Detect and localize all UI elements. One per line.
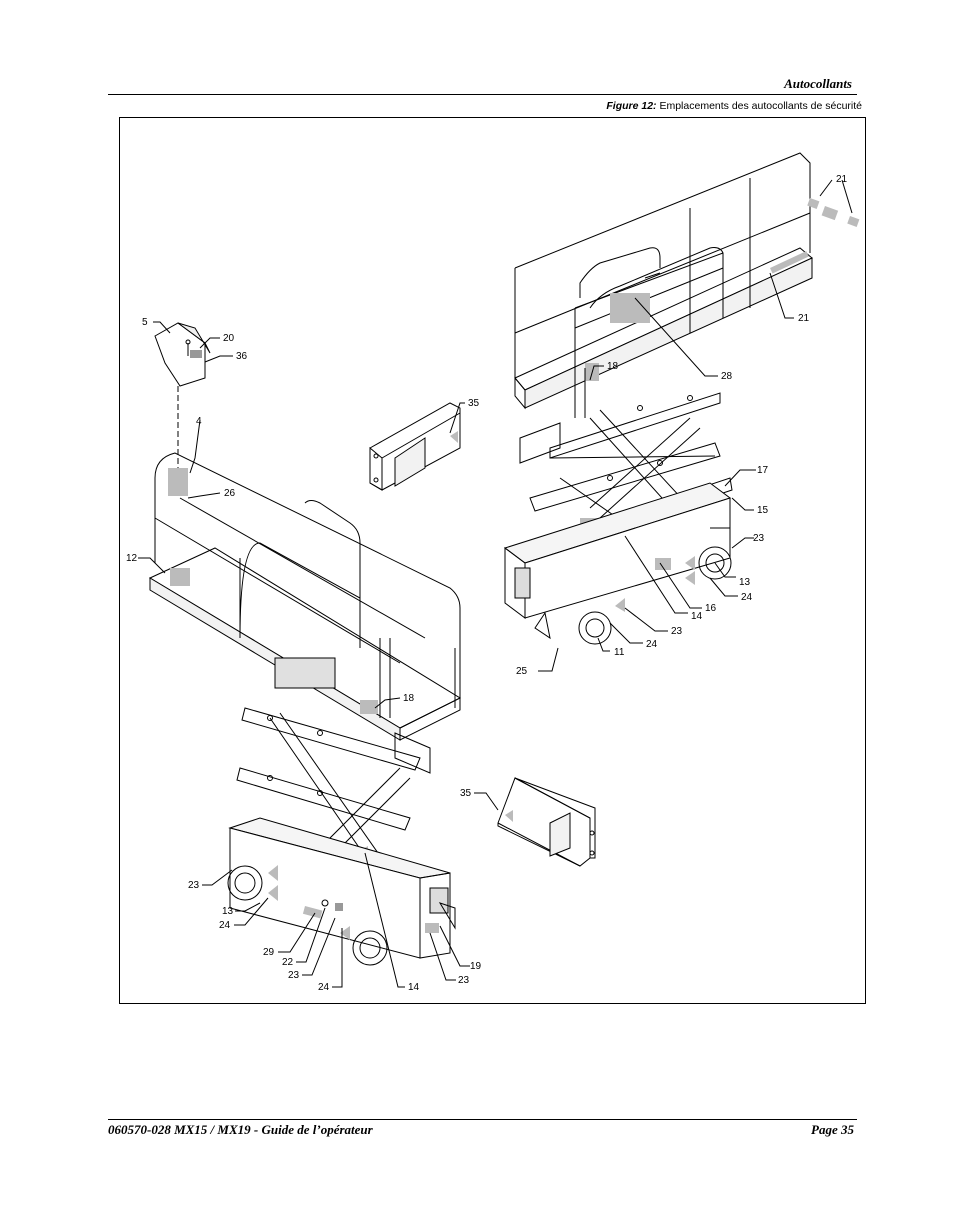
lift-illustration: 21 21 5 20 36 18 28 35 4 17 26 15 12 23 … [126,152,860,993]
callout-23-bottom-right: 23 [458,975,470,986]
callout-35-upper: 35 [468,398,480,409]
callout-21-upper: 21 [836,174,848,185]
upper-lift-chassis [503,482,732,645]
figure-caption-text: Emplacements des autocollants de sécurit… [659,100,862,112]
callout-13-left: 13 [222,906,234,917]
figure-caption: Figure 12: Emplacements des autocollants… [606,100,862,112]
callout-24-mid: 24 [646,639,658,650]
callout-14-upper: 14 [691,611,703,622]
callout-29: 29 [263,947,275,958]
header-rule [108,94,857,95]
callout-16: 16 [705,603,717,614]
callout-26: 26 [224,488,236,499]
callout-14-lower: 14 [408,982,420,993]
figure-frame: 21 21 5 20 36 18 28 35 4 17 26 15 12 23 … [119,117,866,1004]
callout-5: 5 [142,317,148,328]
callout-28: 28 [721,371,733,382]
upper-right-decals [807,198,860,227]
section-title: Autocollants [784,76,852,91]
callout-19: 19 [470,961,482,972]
callout-12: 12 [126,553,138,564]
left-lift-chassis [227,817,456,966]
callout-24-bottom: 24 [318,982,330,993]
callout-23-left: 23 [188,880,200,891]
callout-23-mid: 23 [671,626,683,637]
side-cabinet-lower [497,777,596,867]
callout-24-left: 24 [219,920,231,931]
side-cabinet-upper [369,402,461,491]
callout-18-upper: 18 [607,361,619,372]
left-lift-platform [148,452,462,741]
upper-lift-platform [514,152,813,418]
callout-13-right: 13 [739,577,751,588]
callout-15: 15 [757,505,769,516]
callout-labels: 21 21 5 20 36 18 28 35 4 17 26 15 12 23 … [126,174,848,993]
callout-18-lower: 18 [403,693,415,704]
callout-4: 4 [196,416,202,427]
callout-20: 20 [223,333,235,344]
callout-35-lower: 35 [460,788,472,799]
callout-22: 22 [282,957,294,968]
callout-21-lower: 21 [798,313,810,324]
callout-25: 25 [516,666,528,677]
footer-rule [108,1119,857,1120]
callout-24-right: 24 [741,592,753,603]
figure-label: Figure 12: [606,100,657,112]
leader-lines [138,179,853,988]
document-title: 060570-028 MX15 / MX19 - Guide de l’opér… [108,1122,373,1137]
control-box [154,322,211,468]
callout-23-bottom: 23 [288,970,300,981]
callout-36: 36 [236,351,248,362]
callout-17: 17 [757,465,769,476]
callout-23-right: 23 [753,533,765,544]
callout-11: 11 [614,647,625,658]
page-number: Page 35 [811,1122,854,1137]
